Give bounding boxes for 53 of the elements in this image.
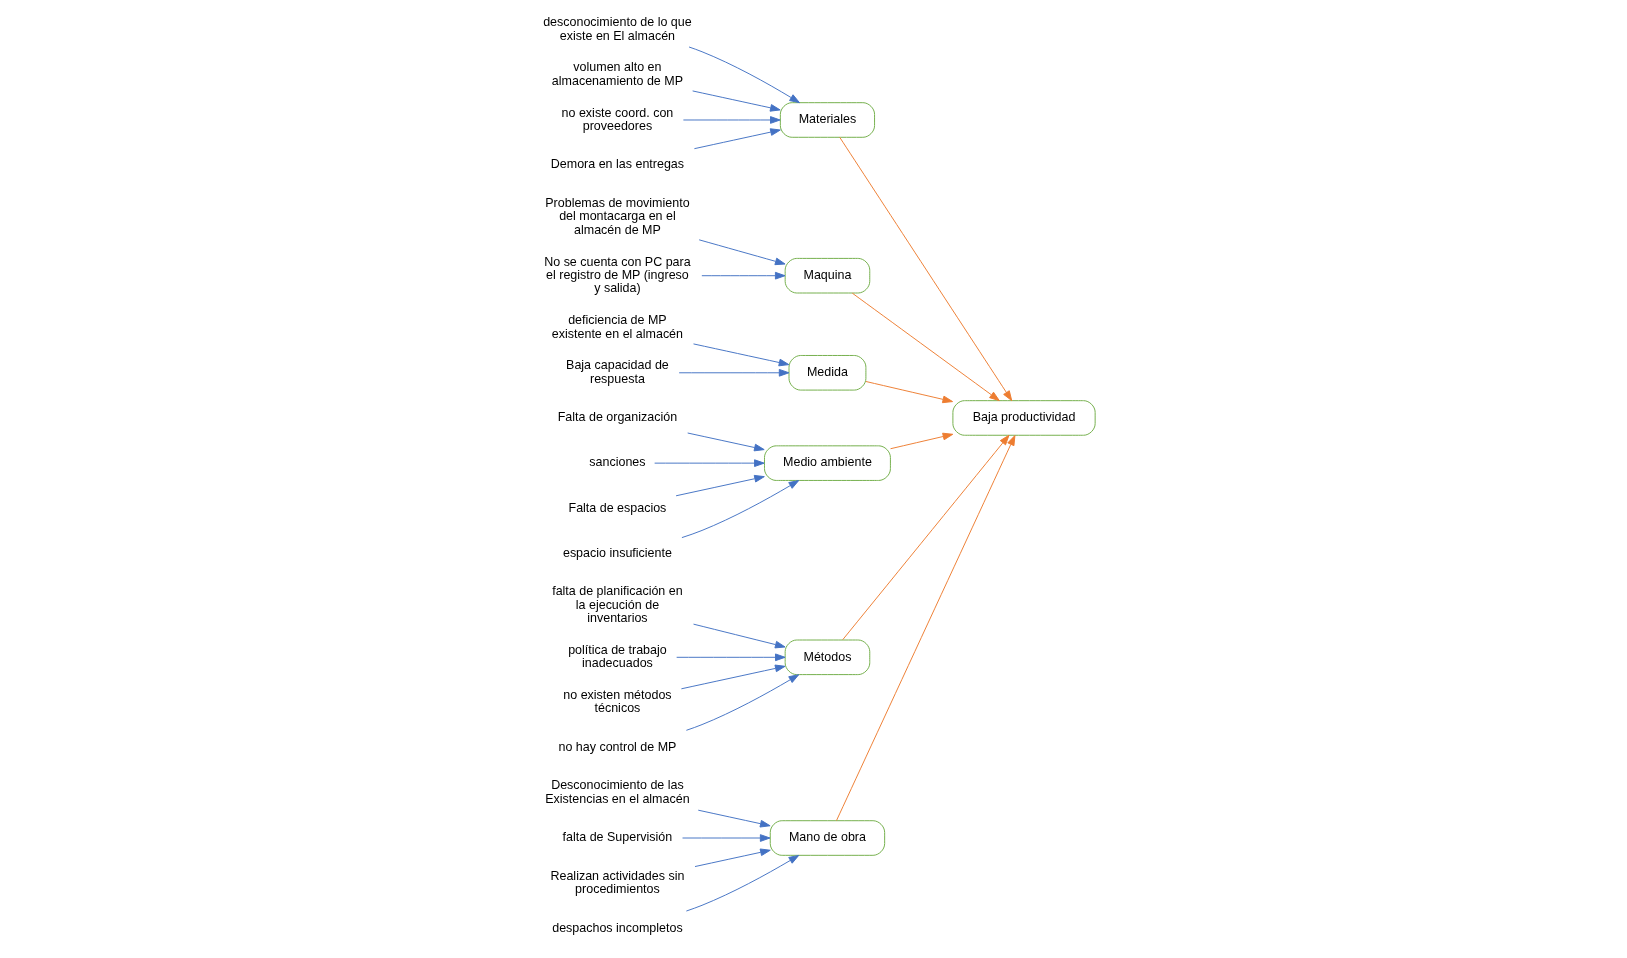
node-text: desconocimiento de lo que existe en El almacén	[542, 15, 692, 43]
node-text: no existe coord. con proveedores	[561, 105, 673, 133]
node-box: Medida	[788, 355, 866, 391]
node-text: Falta de organización	[557, 410, 677, 425]
node-text: despachos incompletos	[551, 920, 683, 935]
node-text: no existen métodos técnicos	[562, 688, 672, 716]
arrow	[864, 381, 953, 404]
arrow	[700, 271, 785, 280]
arrow	[841, 434, 1009, 641]
arrow	[678, 368, 789, 377]
arrow	[653, 459, 765, 467]
node-box: Materiales	[779, 102, 875, 138]
arrow	[685, 674, 799, 731]
node-text: Desconocimiento de las Existencias en el almacén	[544, 778, 690, 806]
node-text: falta de planificación en la ejecución de inventarios	[551, 584, 683, 626]
node-text: falta de Supervisión	[562, 830, 672, 845]
node-text: Baja capacidad de respuesta	[565, 358, 669, 386]
arrow	[681, 834, 770, 842]
arrow	[685, 854, 799, 912]
arrow	[691, 90, 781, 112]
arrow	[692, 623, 786, 649]
arrow	[851, 292, 1000, 402]
node-text: Falta de espacios	[568, 500, 666, 515]
arrow	[675, 653, 786, 662]
node-text: espacio insuficiente	[562, 545, 672, 560]
arrow	[838, 136, 1012, 402]
node-text: no hay control de MP	[557, 739, 676, 754]
node-text: No se cuenta con PC para el registro de MP (ingreso y salida)	[543, 254, 691, 296]
arrow	[693, 128, 781, 150]
arrow	[675, 474, 765, 497]
arrow	[680, 664, 786, 690]
node-text: deficiencia de MP existente en el almacén	[551, 313, 683, 341]
node-text: Demora en las entregas	[550, 157, 684, 172]
arrow	[835, 435, 1015, 821]
arrow	[697, 809, 771, 828]
arrow	[692, 343, 789, 367]
arrow	[698, 239, 786, 266]
node-text: sanciones	[588, 455, 646, 470]
arrow	[694, 848, 771, 868]
node-text: política de trabajo inadecuados	[567, 642, 667, 671]
node-text: Realizan actividades sin procedimientos	[549, 868, 684, 897]
node-text: volumen alto en almacenamiento de MP	[551, 60, 683, 88]
node-box: Maquina	[784, 257, 870, 294]
node-box: Mano de obra	[769, 820, 885, 856]
node-box: Medio ambiente	[763, 445, 891, 481]
node-text: Problemas de movimiento del montacarga en el almacén de MP	[544, 195, 690, 237]
arrow	[682, 116, 781, 124]
node-box: Baja productividad	[951, 400, 1096, 436]
arrow	[688, 46, 800, 104]
arrow	[889, 432, 953, 450]
arrow	[686, 432, 765, 452]
node-box: Métodos	[784, 639, 870, 676]
arrow	[680, 480, 799, 539]
